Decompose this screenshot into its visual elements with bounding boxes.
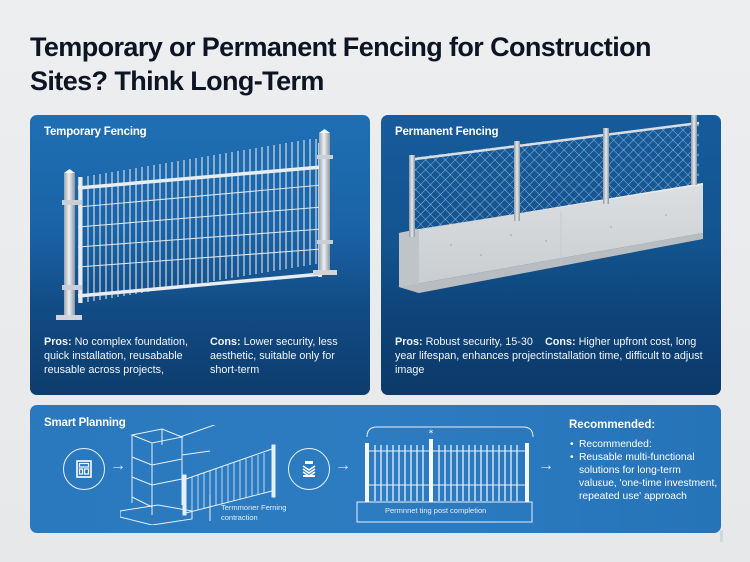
svg-text:*: * — [429, 429, 434, 439]
temporary-pros: Pros: No complex foundation, quick insta… — [44, 336, 189, 376]
list-item: Recommended: — [569, 438, 719, 451]
layers-icon — [302, 461, 316, 477]
temporary-construction-diagram — [120, 425, 276, 525]
permanent-fencing-label: Permanent Fencing — [395, 126, 499, 138]
recommended-title: Recommended: — [569, 419, 656, 431]
recommended-list: Recommended: Reusable multi-functional s… — [569, 438, 719, 503]
scroll-handle[interactable] — [720, 530, 723, 542]
smart-planning-panel: Smart Planning → Termmoner Ferning — [30, 405, 721, 533]
temporary-fencing-label: Temporary Fencing — [44, 126, 147, 138]
arrow-icon: → — [538, 457, 554, 474]
permanent-fence-illustration — [399, 115, 703, 293]
list-item: Reusable multi-functional solutions for … — [569, 451, 719, 503]
permanent-fence-diagram: * — [356, 426, 534, 523]
arrow-icon: → — [110, 457, 126, 474]
step-1-circle — [63, 448, 105, 490]
page-title: Temporary or Permanent Fencing for Const… — [30, 32, 651, 96]
arrow-icon: → — [335, 457, 351, 474]
temporary-fence-illustration — [56, 129, 337, 320]
permanent-pros: Pros: Robust security, 15-30 year lifesp… — [395, 336, 545, 376]
permanent-fencing-panel: Permanent Fencing Pros: — [381, 115, 721, 395]
permanent-cons: Cons: Higher upfront cost, long installa… — [545, 336, 703, 362]
temporary-fencing-panel: Temporary Fencing Pros: No complex found… — [30, 115, 370, 395]
temporary-annotation: Termmoner Ferning contraction — [221, 503, 287, 522]
temporary-cons: Cons: Lower security, less aesthetic, su… — [210, 336, 338, 376]
permanent-annotation: Permnnet ting post completion — [385, 506, 487, 515]
blueprint-icon — [76, 460, 92, 478]
step-2-circle — [288, 448, 330, 490]
smart-planning-label: Smart Planning — [44, 417, 126, 429]
